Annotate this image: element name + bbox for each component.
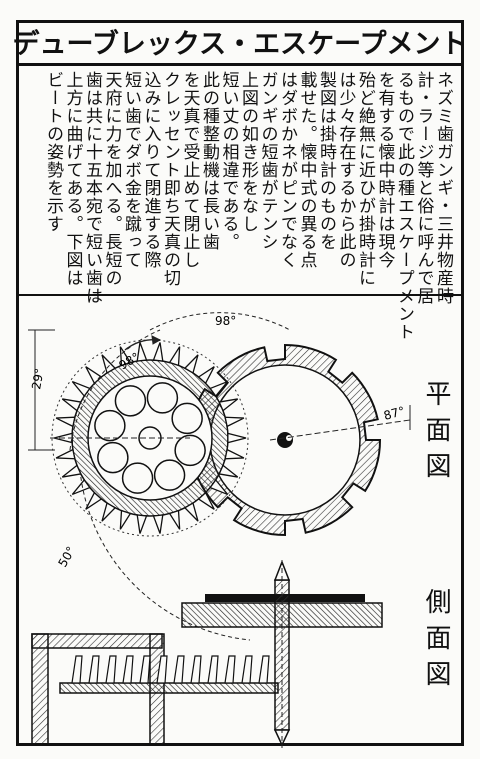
text-column: を天真で受止めて閉止し: [179, 71, 200, 269]
side-escape-tooth: [122, 655, 134, 684]
escape-wheel-long-tooth: [55, 416, 76, 428]
escape-wheel-long-tooth: [152, 342, 164, 362]
side-escape-tooth: [190, 655, 202, 684]
text-column: は少々存在するから此の: [335, 71, 356, 269]
text-column: 短い丈の相違である。: [218, 71, 239, 251]
escape-wheel-hole: [114, 385, 147, 417]
dimension-lines: [28, 312, 411, 641]
title-box: デューブレックス・エスケープメント: [13, 20, 467, 66]
description-text-block: ネズミ歯ガンギ・三井物産時計・ラージ等と俗に呼んで居るもので此の種エスケープメン…: [16, 63, 464, 341]
escape-wheel-long-tooth: [224, 416, 245, 428]
text-column: ビートの姿勢を示す: [43, 71, 63, 233]
dimension-label-87: 87°: [382, 404, 406, 423]
text-column: 短い歯でダボ金を蹴って: [121, 71, 141, 269]
escape-wheel-long-tooth: [119, 509, 132, 530]
text-column: 殆ど絶無に近ひが掛時計に: [355, 71, 375, 287]
escape-wheel-long-tooth: [101, 354, 117, 374]
escape-wheel-hole: [121, 462, 154, 494]
side-escape-tooth: [88, 655, 100, 684]
text-column: ネズミ歯ガンギ・三井物産時: [433, 71, 453, 305]
escape-wheel-hole: [94, 409, 126, 442]
escape-wheel-long-tooth: [152, 514, 164, 534]
escape-wheel-long-tooth: [224, 448, 245, 460]
escape-wheel-long-tooth: [197, 491, 215, 510]
side-escape-tooth: [156, 655, 168, 684]
escape-wheel: [50, 339, 249, 537]
text-column: るもので此の種エスケープメント: [394, 71, 414, 341]
text-column: 込みに入りて閉進する際: [140, 71, 161, 269]
escape-wheel-long-tooth: [71, 478, 91, 496]
escape-wheel-long-tooth: [85, 366, 103, 385]
escape-wheel-long-tooth: [136, 514, 148, 534]
escape-wheel-long-tooth: [119, 346, 132, 367]
text-column: ガンギの短歯がテンシ: [257, 71, 278, 251]
escape-wheel-long-tooth: [85, 491, 103, 510]
escape-wheel-hole: [146, 382, 179, 414]
side-view-label: 側面図: [421, 588, 451, 696]
text-column: を有する懐中時計は現今: [374, 71, 395, 269]
side-escape-tooth: [139, 655, 151, 684]
dimension-arc-98: [149, 312, 291, 331]
escape-wheel-long-tooth: [227, 432, 247, 444]
dimension-label-29: 29°: [29, 367, 46, 390]
escape-wheel-long-tooth: [136, 342, 148, 362]
side-escape-wheel: [59, 682, 279, 694]
side-escape-tooth: [224, 655, 236, 684]
escape-wheel-long-tooth: [55, 448, 76, 460]
escape-wheel-long-tooth: [71, 380, 91, 398]
escape-wheel-long-tooth: [209, 380, 229, 398]
side-escape-tooth: [71, 655, 83, 684]
side-escape-tooth: [241, 655, 253, 684]
escape-wheel-long-tooth: [197, 366, 215, 385]
escape-wheel-hole: [171, 402, 203, 435]
text-column: 上方に曲げてある。下図は: [62, 71, 83, 287]
side-escape-tooth: [173, 655, 185, 684]
text-column: 上図の如き形をなし: [238, 71, 258, 233]
text-column: 歯は共に十五本宛で短い歯は: [82, 71, 102, 305]
escape-wheel-hole: [153, 459, 186, 491]
side-escape-tooth: [105, 655, 117, 684]
escape-wheel-hole: [174, 434, 206, 467]
escape-wheel-long-tooth: [218, 464, 239, 478]
dimension-arc-29: [69, 329, 161, 451]
escape-wheel-long-tooth: [183, 354, 199, 374]
text-column: はダボかネがピンでなく: [277, 71, 297, 269]
impulse-pin: [286, 435, 292, 441]
escape-wheel-hole: [97, 441, 129, 474]
side-bridge-post: [31, 633, 49, 745]
escape-wheel-long-tooth: [183, 502, 199, 522]
text-column: 載せた。懐中式の異る点: [296, 71, 317, 269]
dimension-label-98-top: 98°: [215, 314, 236, 328]
roller-disc: [188, 343, 382, 537]
dimension-arc-50: [79, 469, 251, 641]
plan-view-label: 平面図: [421, 380, 451, 488]
center-line: [269, 419, 411, 441]
side-escape-tooth: [207, 655, 219, 684]
text-column: 天府に力を加へる。長短の: [101, 71, 122, 287]
page-frame: [16, 20, 464, 746]
side-escape-tooth: [258, 655, 270, 684]
text-column: 此の種整動機は長い歯: [199, 71, 219, 251]
side-view-drawing: [31, 559, 383, 748]
escape-wheel-long-tooth: [61, 398, 82, 412]
escape-wheel-long-tooth: [168, 509, 181, 530]
escape-wheel-long-tooth: [101, 502, 117, 522]
text-column: 製図は掛時計のものを: [316, 71, 336, 251]
escape-wheel-long-tooth: [209, 478, 229, 496]
escape-wheel-long-tooth: [168, 346, 181, 367]
escape-wheel-long-tooth: [218, 398, 239, 412]
dimension-label-50: 50°: [55, 544, 78, 569]
text-column: 計・ラージ等と俗に呼んで居: [413, 71, 434, 305]
escape-wheel-long-tooth: [61, 464, 82, 478]
side-bridge-top: [31, 633, 163, 649]
page-title: デューブレックス・エスケープメント: [12, 29, 468, 60]
text-column: クレッセント即ち天真の切: [160, 71, 180, 287]
